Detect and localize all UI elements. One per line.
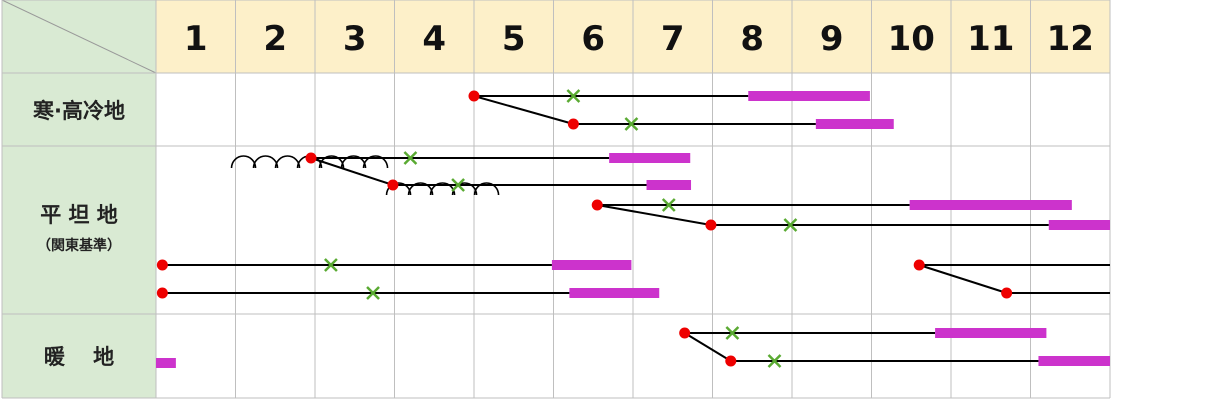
plant-x-mark xyxy=(451,178,465,192)
plant-x-stroke xyxy=(324,258,338,272)
plant-x-stroke xyxy=(624,117,639,131)
sow-dot xyxy=(705,219,717,231)
sow-dot xyxy=(567,118,579,130)
month-label: 4 xyxy=(422,19,446,59)
harvest-bars xyxy=(156,91,1110,368)
fork-line xyxy=(310,157,394,186)
plant-x-mark xyxy=(767,354,782,368)
month-label: 5 xyxy=(502,19,526,59)
harvest-bar xyxy=(815,119,894,129)
fork-line xyxy=(684,332,732,362)
plant-x-mark xyxy=(783,218,798,232)
tunnel-arc xyxy=(362,155,389,169)
month-label: 6 xyxy=(581,19,605,59)
plant-x-mark xyxy=(324,258,338,272)
plant-x-mark xyxy=(366,286,380,300)
sow-dot xyxy=(305,152,317,164)
sow-dot xyxy=(725,355,737,367)
region-labels: 寒·高冷地 平 坦 地 （関東基準） 暖 地 xyxy=(33,99,125,369)
fork-line xyxy=(597,204,712,226)
month-label: 11 xyxy=(967,19,1014,59)
sow-dot xyxy=(1001,287,1013,299)
plant-x-mark xyxy=(661,198,676,212)
month-label: 10 xyxy=(888,19,935,59)
month-label: 2 xyxy=(263,19,287,59)
connector-lines xyxy=(162,95,1110,362)
harvest-bar xyxy=(551,260,632,270)
harvest-bar xyxy=(569,288,660,298)
plant-x-mark xyxy=(403,151,418,165)
tunnel-arc xyxy=(274,155,301,169)
month-label: 9 xyxy=(820,19,844,59)
harvest-bar xyxy=(909,200,1072,210)
sow-dots xyxy=(156,90,1013,367)
harvest-bar xyxy=(1048,220,1110,230)
tunnel-arc xyxy=(473,182,500,196)
harvest-bar xyxy=(609,153,691,163)
plant-marks xyxy=(324,89,798,368)
harvest-bar xyxy=(935,328,1047,338)
region-label-warm: 暖 地 xyxy=(44,345,114,369)
month-label: 8 xyxy=(740,19,764,59)
schedule-marks xyxy=(156,89,1110,368)
plant-x-stroke xyxy=(451,178,465,192)
plant-x-stroke xyxy=(767,354,782,368)
plant-x-stroke xyxy=(725,326,740,340)
month-label: 1 xyxy=(184,19,208,59)
sow-dot xyxy=(913,259,925,271)
harvest-bar xyxy=(748,91,870,101)
region-label-plain: 平 坦 地 xyxy=(40,203,118,227)
plant-x-stroke xyxy=(403,151,418,165)
region-column-background xyxy=(2,73,156,398)
plant-x-mark xyxy=(624,117,639,131)
plant-x-mark xyxy=(725,326,740,340)
harvest-bar xyxy=(156,358,176,368)
month-label: 12 xyxy=(1047,19,1094,59)
fork-line xyxy=(918,264,1007,294)
sow-dot xyxy=(468,90,480,102)
fork-line xyxy=(473,95,574,125)
plant-x-stroke xyxy=(783,218,798,232)
sow-dot xyxy=(387,179,399,191)
plant-x-mark xyxy=(566,89,581,103)
harvest-bar xyxy=(646,180,692,190)
sow-dot xyxy=(591,199,603,211)
sow-dot xyxy=(156,287,168,299)
month-label: 7 xyxy=(661,19,685,59)
tunnel-arc xyxy=(252,155,279,169)
region-label-cold: 寒·高冷地 xyxy=(33,99,125,123)
sow-dot xyxy=(679,327,691,339)
sow-dot xyxy=(156,259,168,271)
plant-x-stroke xyxy=(566,89,581,103)
month-label: 3 xyxy=(343,19,367,59)
harvest-bar xyxy=(1038,356,1110,366)
corner-diagonal xyxy=(1,0,157,74)
region-sublabel-plain: （関東基準） xyxy=(37,237,121,254)
plant-x-stroke xyxy=(366,286,380,300)
chart-background xyxy=(1,0,1110,398)
plant-x-stroke xyxy=(661,198,676,212)
